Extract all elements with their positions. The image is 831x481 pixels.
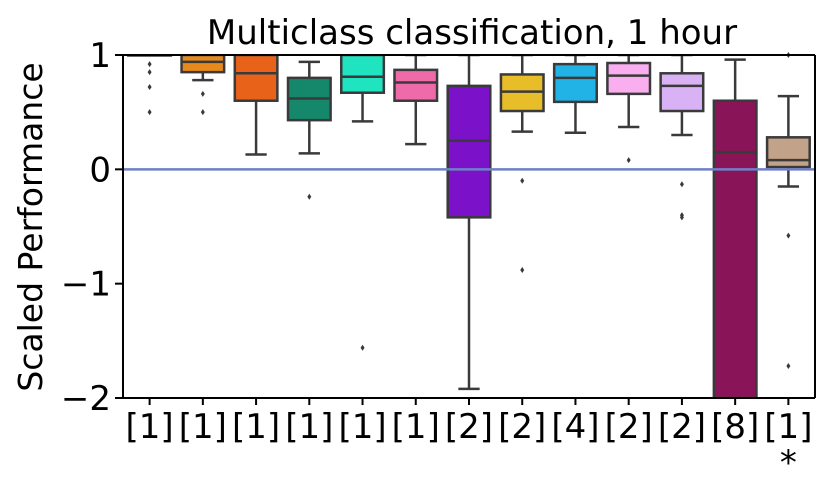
y-tick-label-0: 1 <box>89 36 111 76</box>
x-tick-label-7: [2] <box>498 407 546 447</box>
y-tick-label-2: −1 <box>61 265 111 305</box>
box-0-outlier-1 <box>147 69 152 76</box>
box-3-outlier-0 <box>307 193 312 200</box>
box-1-iqr <box>180 55 226 74</box>
box-7-outlier-1 <box>520 266 525 273</box>
y-tick-label-1: 0 <box>89 150 111 190</box>
box-6-iqr <box>446 84 492 219</box>
x-tick-label-10: [2] <box>658 407 706 447</box>
x-tick-label-6: [2] <box>445 407 493 447</box>
box-0-outlier-0 <box>147 61 152 68</box>
x-tick-label-4: [1] <box>338 407 386 447</box>
box-9-iqr <box>606 61 652 96</box>
box-10-outlier-2 <box>679 214 684 221</box>
box-10-outlier-0 <box>679 181 684 188</box>
box-2-iqr <box>233 55 279 102</box>
chart-title: Multiclass classification, 1 hour <box>207 13 737 53</box>
x-tick-label-12: [1] <box>764 407 812 447</box>
box-8-iqr <box>552 62 599 104</box>
x-tick-label-5: [1] <box>392 407 440 447</box>
x-tick-annotation: * <box>780 443 797 481</box>
box-5-iqr <box>393 68 439 102</box>
box-11-iqr <box>712 99 758 398</box>
y-axis-label: Scaled Performance <box>11 62 50 391</box>
box-7-outlier-0 <box>520 177 525 184</box>
x-tick-label-9: [2] <box>605 407 653 447</box>
box-12-outlier-2 <box>786 362 791 369</box>
box-10-iqr <box>659 72 705 113</box>
plot-area: 10−1−2[1][1][1][1][1][1][2][2][4][2][2][… <box>61 36 816 481</box>
box-0-outlier-3 <box>147 109 152 116</box>
box-0-outlier-2 <box>147 84 152 91</box>
box-4-outlier-0 <box>360 344 365 351</box>
box-12-outlier-1 <box>786 232 791 239</box>
x-tick-label-11: [8] <box>711 407 759 447</box>
box-1-outlier-0 <box>200 90 205 97</box>
y-tick-label-3: −2 <box>61 379 111 419</box>
box-12-iqr <box>765 136 811 169</box>
x-tick-label-1: [1] <box>179 407 227 447</box>
box-4-iqr <box>339 55 386 94</box>
x-tick-label-2: [1] <box>232 407 280 447</box>
x-tick-label-3: [1] <box>285 407 333 447</box>
x-tick-label-8: [4] <box>551 407 599 447</box>
box-9-outlier-0 <box>626 157 631 164</box>
box-1-outlier-1 <box>200 109 205 116</box>
x-tick-label-0: [1] <box>126 407 174 447</box>
